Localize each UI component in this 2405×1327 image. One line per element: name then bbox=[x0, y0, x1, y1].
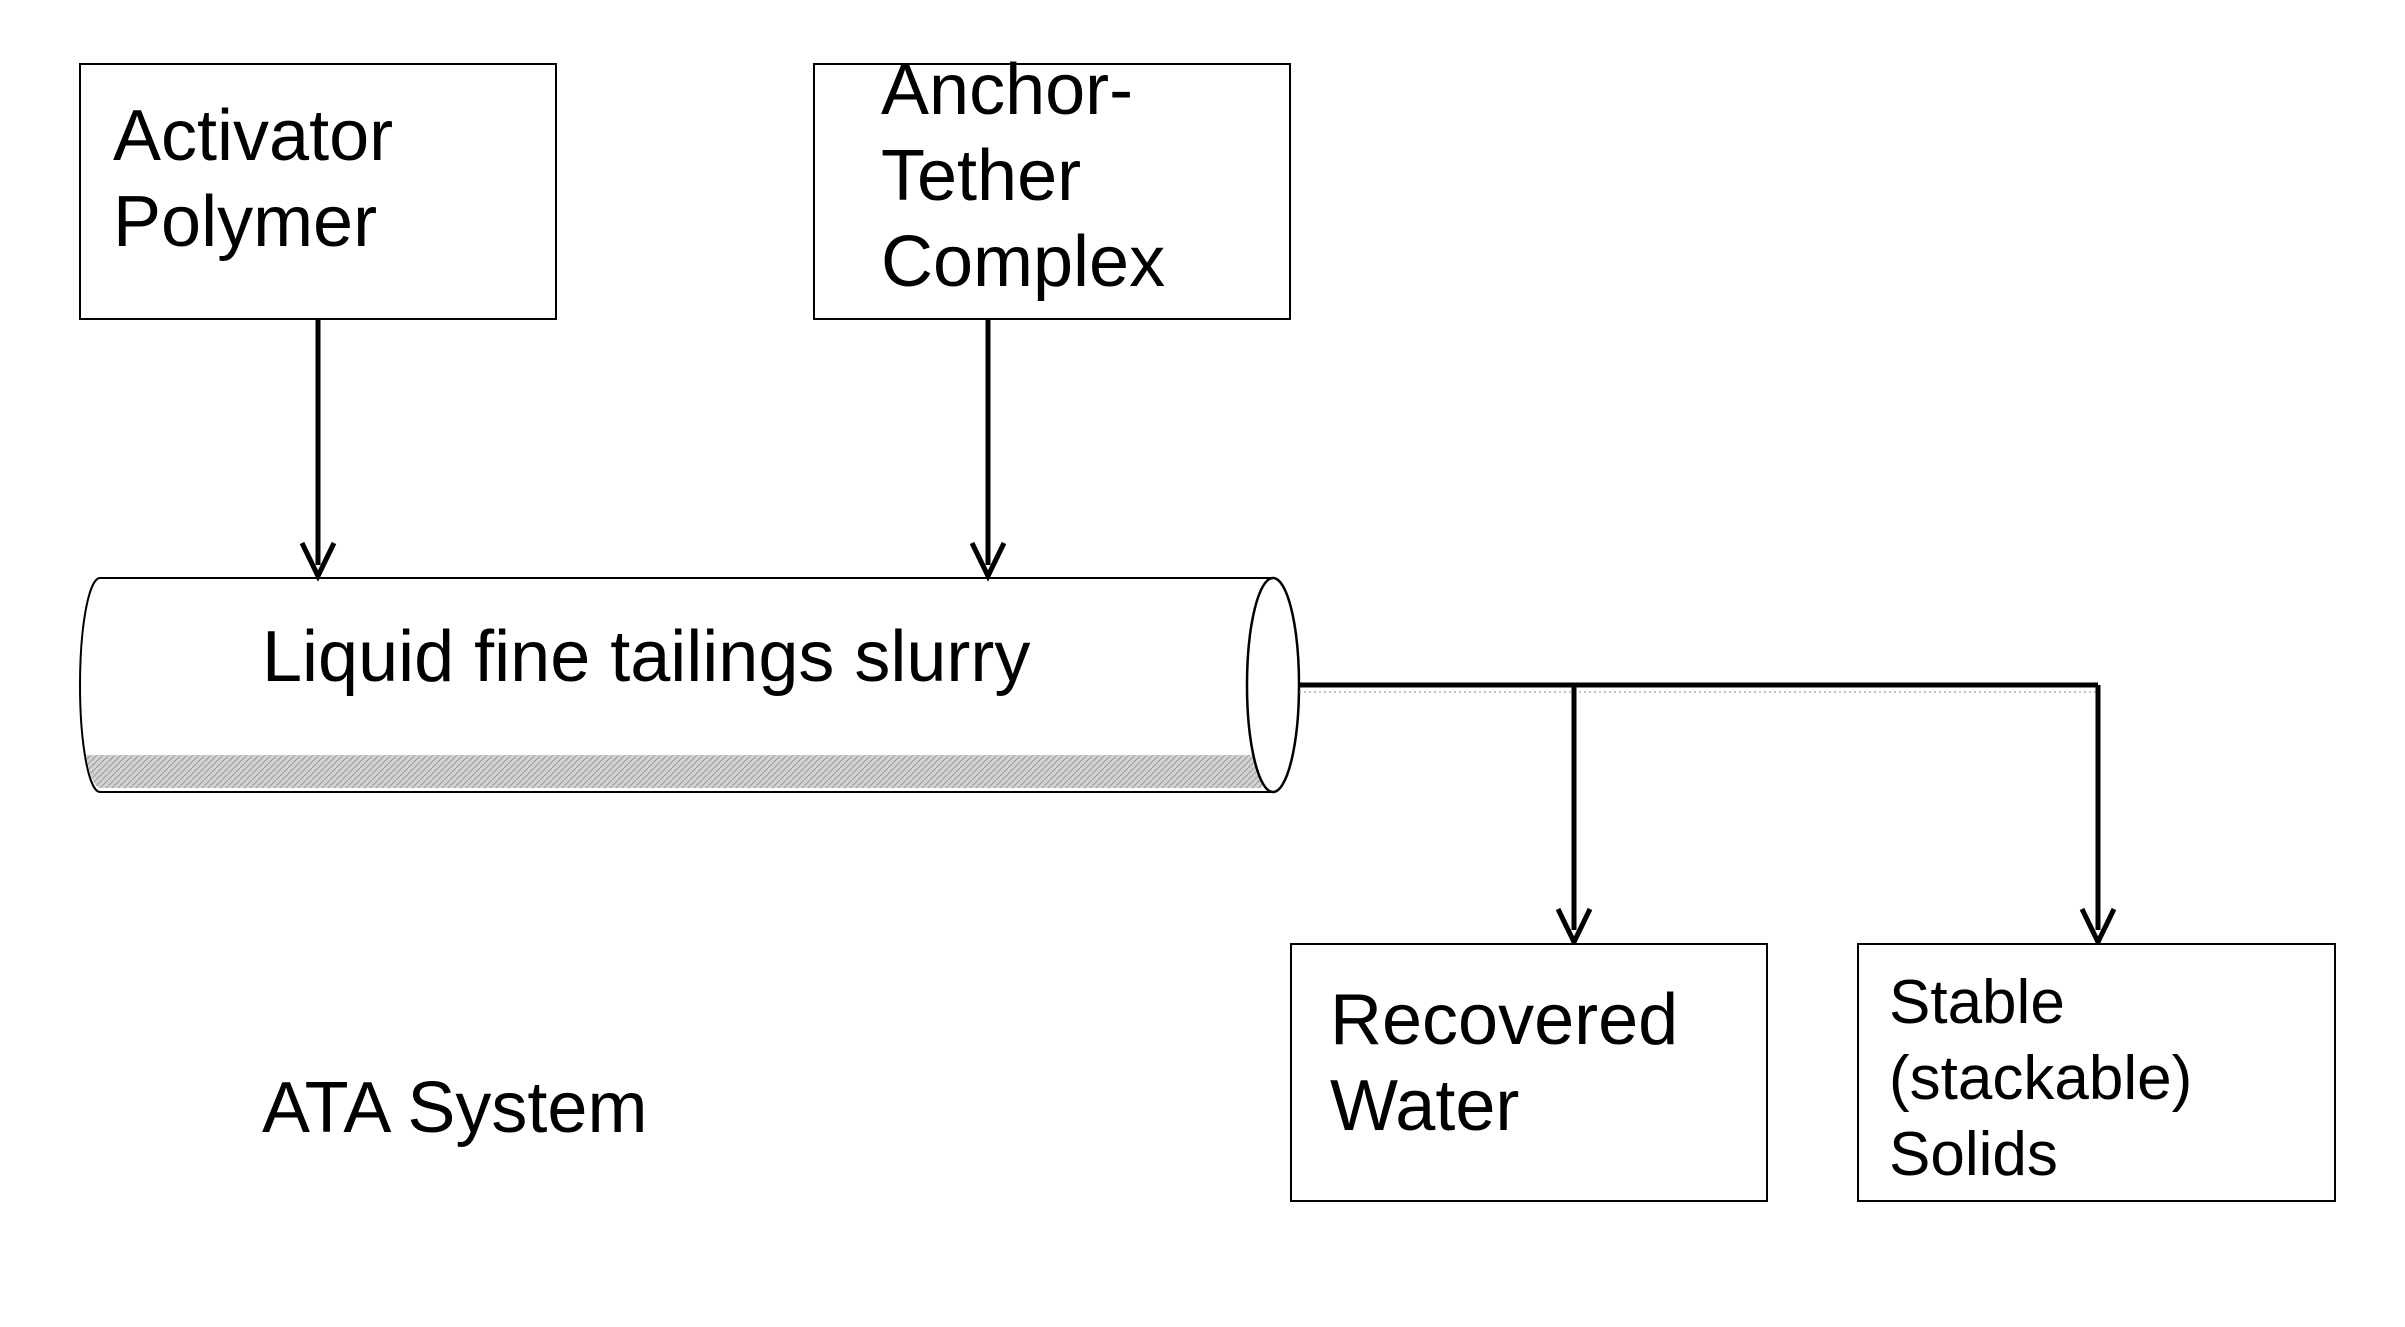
activator-polymer-label: Activator Polymer bbox=[113, 93, 393, 265]
water-line-1: Recovered bbox=[1330, 980, 1678, 1060]
anchor-tether-complex-label: Anchor- Tether Complex bbox=[881, 47, 1165, 305]
activator-line-2: Polymer bbox=[113, 182, 377, 262]
activator-polymer-box: Activator Polymer bbox=[79, 63, 557, 320]
pipe-end-cap bbox=[1247, 578, 1299, 792]
recovered-water-label: Recovered Water bbox=[1330, 977, 1678, 1149]
activator-line-1: Activator bbox=[113, 96, 393, 176]
arrow-to-stable-solids bbox=[2082, 685, 2114, 942]
recovered-water-box: Recovered Water bbox=[1290, 943, 1768, 1202]
pipe-label: Liquid fine tailings slurry bbox=[262, 614, 1030, 700]
arrow-to-recovered-water bbox=[1558, 685, 1590, 942]
water-line-2: Water bbox=[1330, 1066, 1519, 1146]
anchor-tether-complex-box: Anchor- Tether Complex bbox=[813, 63, 1291, 320]
stable-solids-label: Stable (stackable) Solids bbox=[1889, 965, 2192, 1193]
anchor-line-3: Complex bbox=[881, 222, 1165, 302]
system-label: ATA System bbox=[262, 1065, 647, 1151]
stable-solids-box: Stable (stackable) Solids bbox=[1857, 943, 2336, 1202]
solids-line-3: Solids bbox=[1889, 1120, 2058, 1189]
arrow-activator-to-pipe bbox=[302, 320, 334, 576]
pipe-shadow bbox=[86, 755, 1262, 788]
anchor-line-1: Anchor- bbox=[881, 50, 1133, 130]
anchor-line-2: Tether bbox=[881, 136, 1081, 216]
arrow-anchor-to-pipe bbox=[972, 320, 1004, 576]
solids-line-1: Stable bbox=[1889, 968, 2065, 1037]
solids-line-2: (stackable) bbox=[1889, 1044, 2192, 1113]
